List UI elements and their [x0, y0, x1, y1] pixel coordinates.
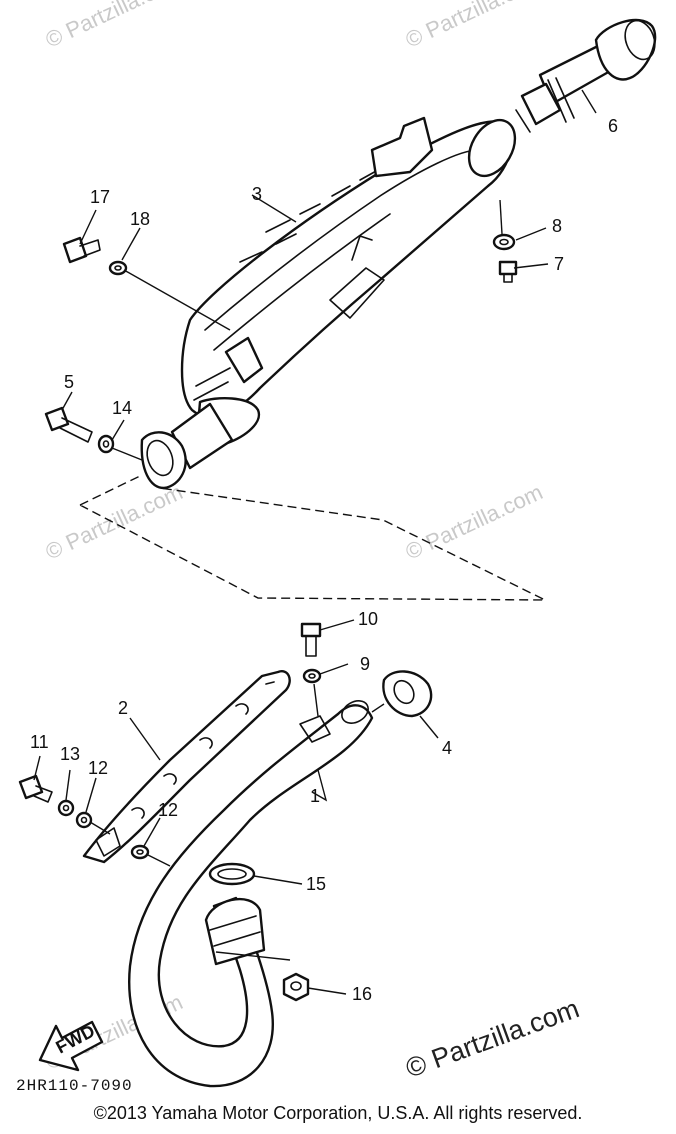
copyright-notice: ©2013 Yamaha Motor Corporation, U.S.A. A… — [93, 1103, 583, 1123]
callout-16: 16 — [352, 984, 372, 1004]
nut-part-16 — [282, 972, 310, 1002]
callout-15: 15 — [306, 874, 326, 894]
forward-direction-arrow: FWD — [38, 1021, 104, 1072]
callout-10: 10 — [358, 609, 378, 629]
assembly-guide-dashed — [79, 475, 546, 601]
callout-17: 17 — [90, 187, 110, 207]
exhaust-pipe-part-1 — [128, 700, 374, 1088]
watermark-text: © Partzilla.com — [42, 479, 187, 564]
callout-11: 11 — [30, 732, 49, 752]
callout-leaders — [33, 89, 597, 995]
watermark-text: © Partzilla.com — [402, 479, 547, 564]
fasteners-top — [44, 199, 518, 461]
partzilla-watermark: © Partzilla.com — [402, 993, 583, 1083]
tail-pipe-part-6 — [515, 18, 657, 133]
callout-4: 4 — [442, 738, 452, 758]
callout-8: 8 — [552, 216, 562, 236]
callout-labels: 3 17 18 6 8 7 5 14 2 10 9 4 1 11 13 12 1… — [30, 116, 618, 1004]
callout-18: 18 — [130, 209, 150, 229]
callout-12-left: 12 — [88, 758, 108, 778]
callout-5: 5 — [64, 372, 74, 392]
silencer-part-3 — [140, 116, 517, 490]
watermark-text: © Partzilla.com — [42, 0, 187, 53]
callout-7: 7 — [554, 254, 564, 274]
callout-6: 6 — [608, 116, 618, 136]
gasket-part-4 — [371, 670, 433, 718]
callout-12-right: 12 — [158, 800, 178, 820]
callout-3: 3 — [252, 184, 262, 204]
callout-1: 1 — [310, 786, 320, 806]
watermark-text: © Partzilla.com — [402, 0, 547, 53]
callout-13: 13 — [60, 744, 80, 764]
callout-2: 2 — [118, 698, 128, 718]
fasteners-lower — [18, 774, 171, 867]
heat-protector-part-2 — [82, 670, 291, 864]
fasteners-middle — [300, 622, 322, 717]
diagram-code: 2HR110-7090 — [16, 1077, 133, 1095]
gasket-part-15 — [208, 862, 256, 886]
callout-14: 14 — [112, 398, 132, 418]
callout-9: 9 — [360, 654, 370, 674]
